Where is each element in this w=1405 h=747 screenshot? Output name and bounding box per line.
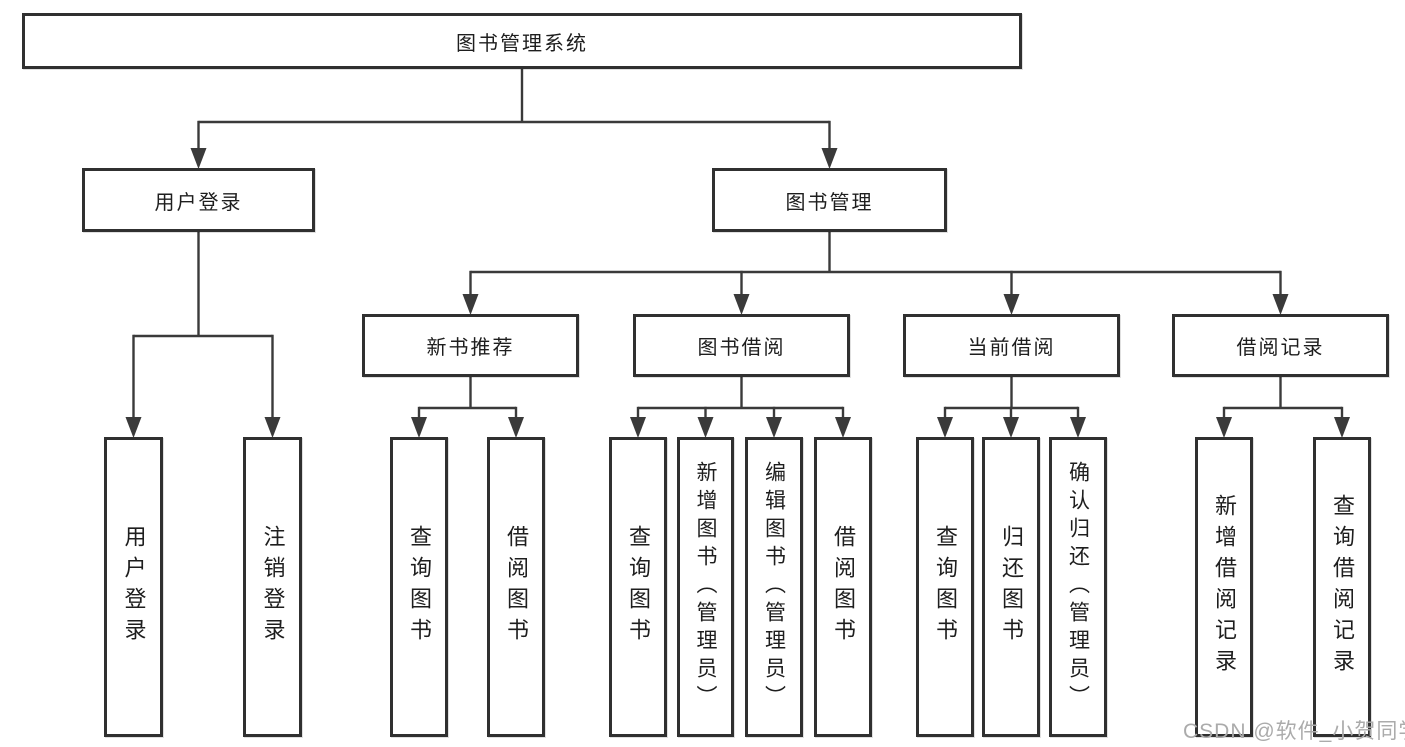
arrowhead-icon [190, 148, 207, 169]
node-leaf-bb-edit: 编辑图书（管理员） [745, 437, 803, 737]
arrowhead-icon [508, 417, 524, 438]
node-leaf-br-query: 查询借阅记录 [1313, 437, 1371, 737]
node-leaf-logout: 注销登录 [243, 437, 302, 737]
node-leaf-bb-borrow: 借阅图书 [814, 437, 872, 737]
node-leaf-br-add: 新增借阅记录 [1195, 437, 1253, 737]
node-user-login: 用户登录 [82, 168, 315, 232]
watermark: CSDN @软件_小贺同学 [1183, 720, 1405, 743]
arrowhead-icon [125, 417, 142, 438]
node-leaf-bb-query: 查询图书 [609, 437, 667, 737]
arrowhead-icon [1272, 294, 1289, 315]
arrowhead-icon [1216, 417, 1232, 438]
arrowhead-icon [264, 417, 281, 438]
arrowhead-icon [821, 148, 838, 169]
arrowhead-icon [1334, 417, 1350, 438]
arrowhead-icon [766, 417, 782, 438]
node-root: 图书管理系统 [22, 13, 1022, 69]
node-leaf-cb-return: 归还图书 [982, 437, 1040, 737]
arrowhead-icon [411, 417, 427, 438]
node-leaf-cb-confirm: 确认归还（管理员） [1049, 437, 1107, 737]
arrowhead-icon [697, 417, 714, 438]
arrowhead-icon [1003, 417, 1019, 438]
arrowhead-icon [462, 294, 479, 315]
node-borrow-record: 借阅记录 [1172, 314, 1389, 377]
arrowhead-icon [733, 294, 750, 315]
node-book-borrow: 图书借阅 [633, 314, 850, 377]
node-leaf-cb-query: 查询图书 [916, 437, 974, 737]
arrowhead-icon [835, 417, 851, 438]
node-leaf-nb-borrow: 借阅图书 [487, 437, 545, 737]
arrowhead-icon [1070, 417, 1086, 438]
node-current-borrow: 当前借阅 [903, 314, 1120, 377]
arrowhead-icon [1003, 294, 1020, 315]
node-book-mgmt: 图书管理 [712, 168, 947, 232]
arrowhead-icon [937, 417, 953, 438]
node-new-book: 新书推荐 [362, 314, 579, 377]
node-leaf-bb-add: 新增图书（管理员） [677, 437, 734, 737]
arrowhead-icon [630, 417, 646, 438]
node-leaf-login: 用户登录 [104, 437, 163, 737]
node-leaf-nb-query: 查询图书 [390, 437, 448, 737]
